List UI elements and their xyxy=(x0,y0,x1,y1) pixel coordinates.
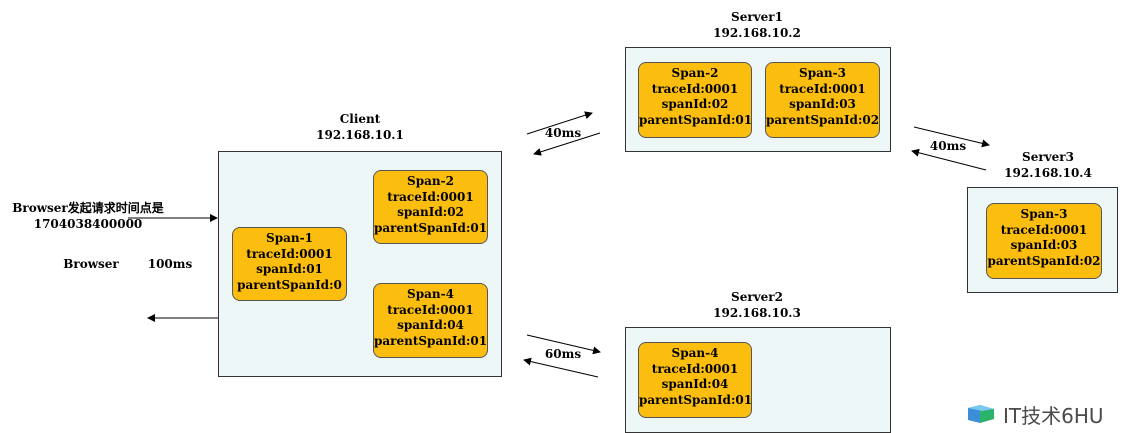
server2-ip: 192.168.10.3 xyxy=(713,306,801,320)
link-client-server2-duration: 60ms xyxy=(544,347,582,361)
client-span-4[interactable]: Span-4 traceId:0001 spanId:04 parentSpan… xyxy=(373,283,488,358)
span-name: Span-1 xyxy=(266,231,313,245)
server2-name: Server2 xyxy=(731,290,783,304)
span-name: Span-2 xyxy=(407,174,454,188)
span-trace-id: traceId:0001 xyxy=(651,81,739,96)
arrow-server2-to-client xyxy=(523,357,599,378)
span-parent-id: parentSpanId:01 xyxy=(374,220,488,235)
span-trace-id: traceId:0001 xyxy=(651,361,739,376)
server1-span-3[interactable]: Span-3 traceId:0001 spanId:03 parentSpan… xyxy=(765,62,880,138)
client-span-1[interactable]: Span-1 traceId:0001 spanId:01 parentSpan… xyxy=(232,227,347,301)
span-name: Span-4 xyxy=(671,346,719,360)
link-server1-server3-duration: 40ms xyxy=(929,139,967,153)
server1-name: Server1 xyxy=(731,10,783,24)
arrow-client-to-server1 xyxy=(526,111,593,135)
span-span-id: spanId:02 xyxy=(661,97,729,111)
arrow-server1-to-server3 xyxy=(913,126,990,148)
span-span-id: spanId:02 xyxy=(397,205,464,219)
span-name: Span-3 xyxy=(1020,207,1068,221)
span-span-id: spanId:04 xyxy=(661,377,729,391)
span-name: Span-4 xyxy=(407,287,454,301)
browser-request-time: Browser发起请求时间点是 1704038400000 xyxy=(0,200,176,232)
span-trace-id: traceId:0001 xyxy=(387,189,474,204)
arrow-server1-to-client xyxy=(533,132,601,156)
span-name: Span-3 xyxy=(799,66,846,80)
watermark-text: IT技术6HU xyxy=(1003,403,1104,428)
client-ip: 192.168.10.1 xyxy=(316,128,404,142)
watermark-logo-icon xyxy=(966,402,998,426)
span-trace-id: traceId:0001 xyxy=(387,302,474,317)
span-name: Span-2 xyxy=(671,66,719,80)
client-title: Client 192.168.10.1 xyxy=(300,111,420,143)
browser-duration: 100ms xyxy=(147,257,193,271)
client-span-2[interactable]: Span-2 traceId:0001 spanId:02 parentSpan… xyxy=(373,170,488,244)
server1-title: Server1 192.168.10.2 xyxy=(697,9,817,41)
server3-span-3[interactable]: Span-3 traceId:0001 spanId:03 parentSpan… xyxy=(986,203,1102,279)
watermark: IT技术6HU xyxy=(966,400,1104,428)
server2-span-4[interactable]: Span-4 traceId:0001 spanId:04 parentSpan… xyxy=(638,342,752,418)
server1-span-2[interactable]: Span-2 traceId:0001 spanId:02 parentSpan… xyxy=(638,62,752,138)
span-span-id: spanId:03 xyxy=(789,97,856,111)
span-parent-id: parentSpanId:02 xyxy=(987,253,1101,268)
arrow-client-to-server2 xyxy=(526,334,601,355)
link-client-server1-duration: 40ms xyxy=(544,126,582,140)
span-span-id: spanId:04 xyxy=(397,318,464,332)
span-span-id: spanId:03 xyxy=(1010,238,1078,252)
client-name: Client xyxy=(339,112,381,126)
browser-request-timestamp: 1704038400000 xyxy=(33,217,143,231)
span-trace-id: traceId:0001 xyxy=(1000,222,1088,237)
server3-title: Server3 192.168.10.4 xyxy=(988,149,1108,181)
server3-name: Server3 xyxy=(1022,150,1074,164)
browser-name: Browser xyxy=(63,257,119,271)
server2-title: Server2 192.168.10.3 xyxy=(697,289,817,321)
span-parent-id: parentSpanId:02 xyxy=(766,112,880,127)
arrow-server3-to-server1 xyxy=(911,148,987,171)
span-trace-id: traceId:0001 xyxy=(779,81,866,96)
span-parent-id: parentSpanId:01 xyxy=(639,112,753,127)
browser-request-label: Browser发起请求时间点是 xyxy=(12,201,164,215)
server3-ip: 192.168.10.4 xyxy=(1004,166,1092,180)
span-trace-id: traceId:0001 xyxy=(246,246,333,261)
span-parent-id: parentSpanId:01 xyxy=(639,392,753,407)
span-parent-id: parentSpanId:01 xyxy=(374,333,488,348)
span-span-id: spanId:01 xyxy=(256,262,323,276)
server1-ip: 192.168.10.2 xyxy=(713,26,801,40)
span-parent-id: parentSpanId:0 xyxy=(237,277,342,292)
